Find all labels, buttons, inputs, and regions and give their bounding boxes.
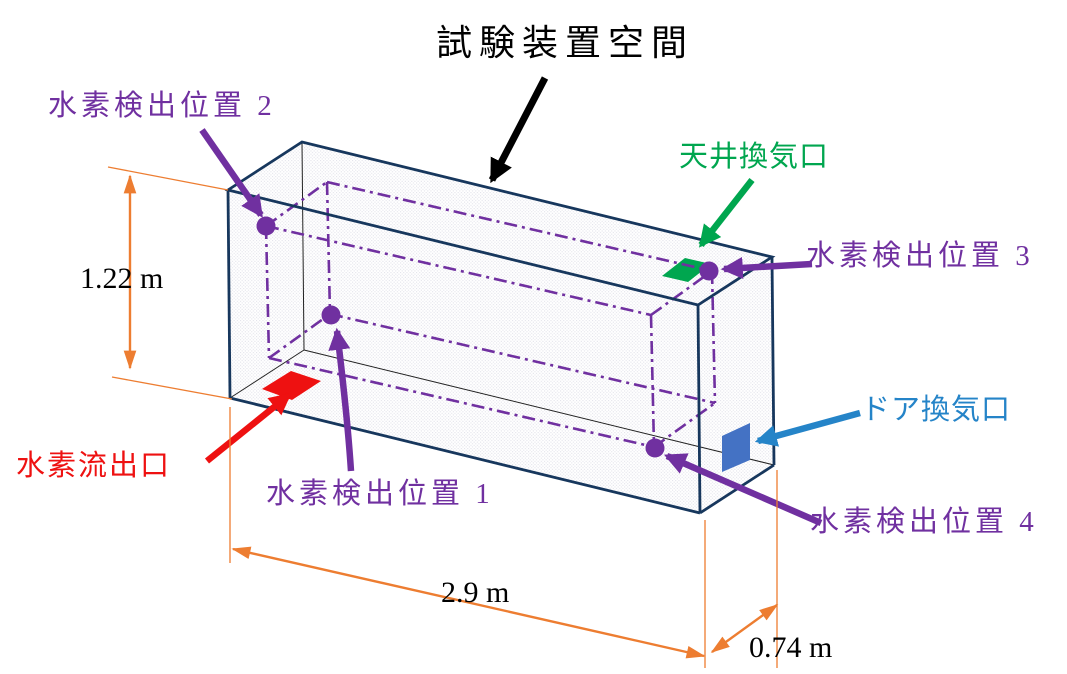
label-depth-dimension: 0.74 m (749, 631, 833, 664)
inner-front-right-vertical (649, 314, 656, 448)
ceiling-vent-arrow (698, 177, 755, 248)
door-vent-arrow (754, 409, 861, 447)
inner-back-right-vertical (710, 270, 717, 404)
label-detection-2: 水素検出位置 2 (48, 90, 276, 122)
detection-point-2 (256, 216, 276, 236)
height-ext-top (107, 166, 229, 191)
hidden-edge-left-bottom (229, 349, 305, 399)
outlet-arrow (204, 392, 292, 464)
length-dimension (229, 407, 706, 668)
box-hidden-edges (229, 141, 775, 466)
inner-back-left-vertical (325, 181, 332, 315)
hydrogen-outlet-patch (262, 371, 321, 400)
height-ext-bottom (111, 376, 233, 400)
depth-dim-line (710, 604, 779, 653)
inner-bottom-right-edge (653, 401, 716, 449)
detection3-arrow (720, 256, 813, 279)
label-hydrogen-outlet: 水素流出口 (16, 450, 172, 482)
label-ceiling-vent: 天井換気口 (679, 141, 830, 173)
label-detection-4: 水素検出位置 4 (810, 506, 1038, 538)
label-height-dimension: 1.22 m (80, 262, 164, 295)
box-right-face (698, 257, 774, 513)
box-front-left-vertical (226, 189, 232, 399)
detection4-arrow (663, 453, 823, 526)
inner-detection-box (264, 180, 717, 449)
label-detection-3: 水素検出位置 3 (806, 240, 1034, 272)
label-door-vent: ドア換気口 (861, 394, 1012, 426)
detection1-arrow (328, 327, 355, 472)
title-arrow (488, 76, 549, 184)
hidden-edge-back-left-vertical (301, 141, 305, 351)
depth-dimension (710, 470, 779, 668)
box-front-right-vertical (696, 304, 702, 514)
label-length-dimension: 2.9 m (441, 576, 510, 609)
diagram-title: 試験装置空間 (436, 23, 695, 63)
detection-point-1 (321, 305, 341, 325)
apparatus-box-faces (228, 142, 774, 513)
label-detection-1: 水素検出位置 1 (266, 478, 494, 510)
height-dimension (107, 166, 233, 400)
ceiling-vent-patch (662, 258, 711, 282)
box-front-bottom-edge (229, 396, 701, 515)
box-top-face (228, 142, 772, 305)
door-vent-patch (722, 423, 750, 472)
inner-top-left-edge (265, 180, 328, 228)
detection-point-4 (645, 438, 665, 458)
detection2-arrow (199, 128, 264, 218)
detection-point-3 (699, 261, 719, 281)
inner-top-right-edge (650, 269, 713, 317)
inner-front-left-vertical (264, 225, 271, 359)
hidden-edge-back-bottom (303, 349, 775, 466)
length-dim-line (231, 546, 706, 659)
inner-bottom-left-edge (268, 312, 331, 360)
box-front-face (228, 190, 700, 513)
